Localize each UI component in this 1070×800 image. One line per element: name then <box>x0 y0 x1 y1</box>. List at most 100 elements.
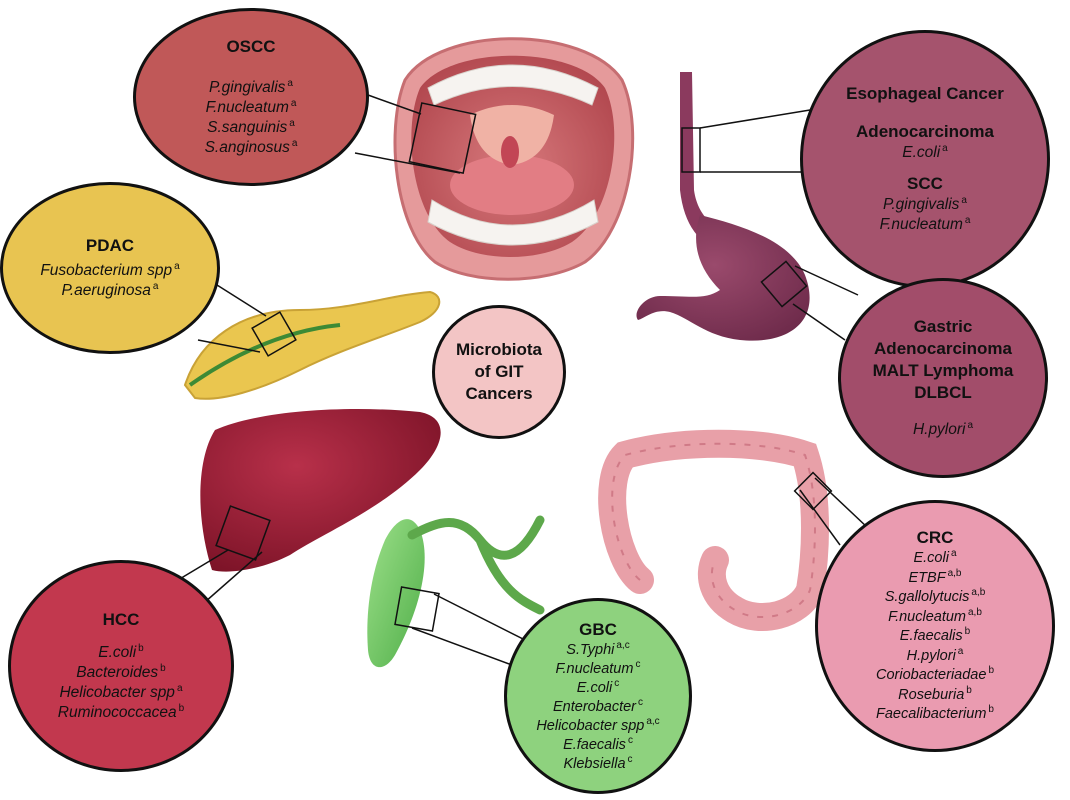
microbe-name: Bacteroides <box>76 664 159 681</box>
microbe-name: Helicobacter spp <box>59 684 175 701</box>
microbe-name: Helicobacter spp <box>536 717 645 734</box>
leader-lines <box>177 94 869 666</box>
oscc-title: OSCC <box>226 37 276 56</box>
microbe-name: F.nucleatum <box>888 608 966 625</box>
gastric-title-line-1: Gastric <box>913 317 973 336</box>
microbe-superscript: a <box>176 683 183 694</box>
center-label-line-1: Microbiota <box>456 340 542 359</box>
stomach-marker <box>760 260 808 308</box>
gallbladder-marker <box>394 586 440 632</box>
gastric-bubble: Gastric Adenocarcinoma MALT Lymphoma DLB… <box>838 278 1048 478</box>
microbe-superscript: a <box>174 261 180 272</box>
microbe-superscript: a <box>287 78 293 89</box>
microbe-name: P.aeruginosa <box>61 282 151 299</box>
microbe-name: E.coli <box>576 679 613 696</box>
microbe-name: F.nucleatum <box>205 99 289 116</box>
microbe-superscript: c <box>627 734 633 746</box>
microbe-superscript: c <box>638 696 644 708</box>
microbe-name: Coriobacteriadae <box>876 667 987 684</box>
mouth-marker <box>408 102 477 175</box>
microbe-superscript: b <box>160 663 166 674</box>
microbe-name: ETBF <box>908 569 946 586</box>
mouth-illustration <box>393 37 635 281</box>
gastric-title-line-4: DLBCL <box>914 383 972 402</box>
microbe-name: S.Typhi <box>566 641 615 658</box>
hcc-title: HCC <box>102 610 140 629</box>
microbe-superscript: a <box>964 215 971 226</box>
microbe-superscript: a,b <box>947 567 962 579</box>
microbe-name: F.nucleatum <box>879 216 963 233</box>
microbe-name: S.gallolytucis <box>884 589 970 606</box>
microbe-superscript: a,b <box>971 587 986 599</box>
pancreas-marker <box>251 311 297 357</box>
stomach-illustration <box>636 72 810 341</box>
crc-title: CRC <box>916 528 954 548</box>
microbe-name: Enterobacter <box>552 698 637 715</box>
microbe-superscript: a <box>942 143 948 154</box>
microbe-name: S.sanguinis <box>207 119 288 136</box>
pdac-title: PDAC <box>85 236 135 255</box>
microbe-name: E.coli <box>913 550 949 567</box>
microbe-name: P.gingivalis <box>209 79 286 96</box>
microbe-superscript: b <box>988 704 994 716</box>
microbe-name: Ruminococcacea <box>57 704 177 721</box>
esophagus-marker <box>681 127 701 173</box>
microbe-superscript: c <box>635 658 641 670</box>
gastric-title-line-3: MALT Lymphoma <box>872 361 1014 380</box>
microbe-name: H.pylori <box>912 421 966 438</box>
microbe-name: E.coli <box>902 144 941 161</box>
microbe-name: Faecalibacterium <box>876 706 987 723</box>
microbe-name: Klebsiella <box>563 755 626 772</box>
microbe-superscript: a,c <box>646 715 660 727</box>
microbe-superscript: b <box>138 643 144 654</box>
microbe-name: H.pylori <box>906 647 956 664</box>
microbe-name: E.faecalis <box>563 736 626 753</box>
microbe-superscript: a <box>152 281 159 292</box>
microbe-superscript: b <box>988 665 994 677</box>
colon-illustration <box>598 429 829 632</box>
liver-marker <box>215 505 271 561</box>
microbe-name: E.coli <box>98 644 137 661</box>
microbe-superscript: c <box>614 677 620 689</box>
microbe-superscript: b <box>966 684 972 696</box>
esophageal-adeno-title: Adenocarcinoma <box>856 122 994 141</box>
microbe-superscript: a <box>957 645 964 657</box>
